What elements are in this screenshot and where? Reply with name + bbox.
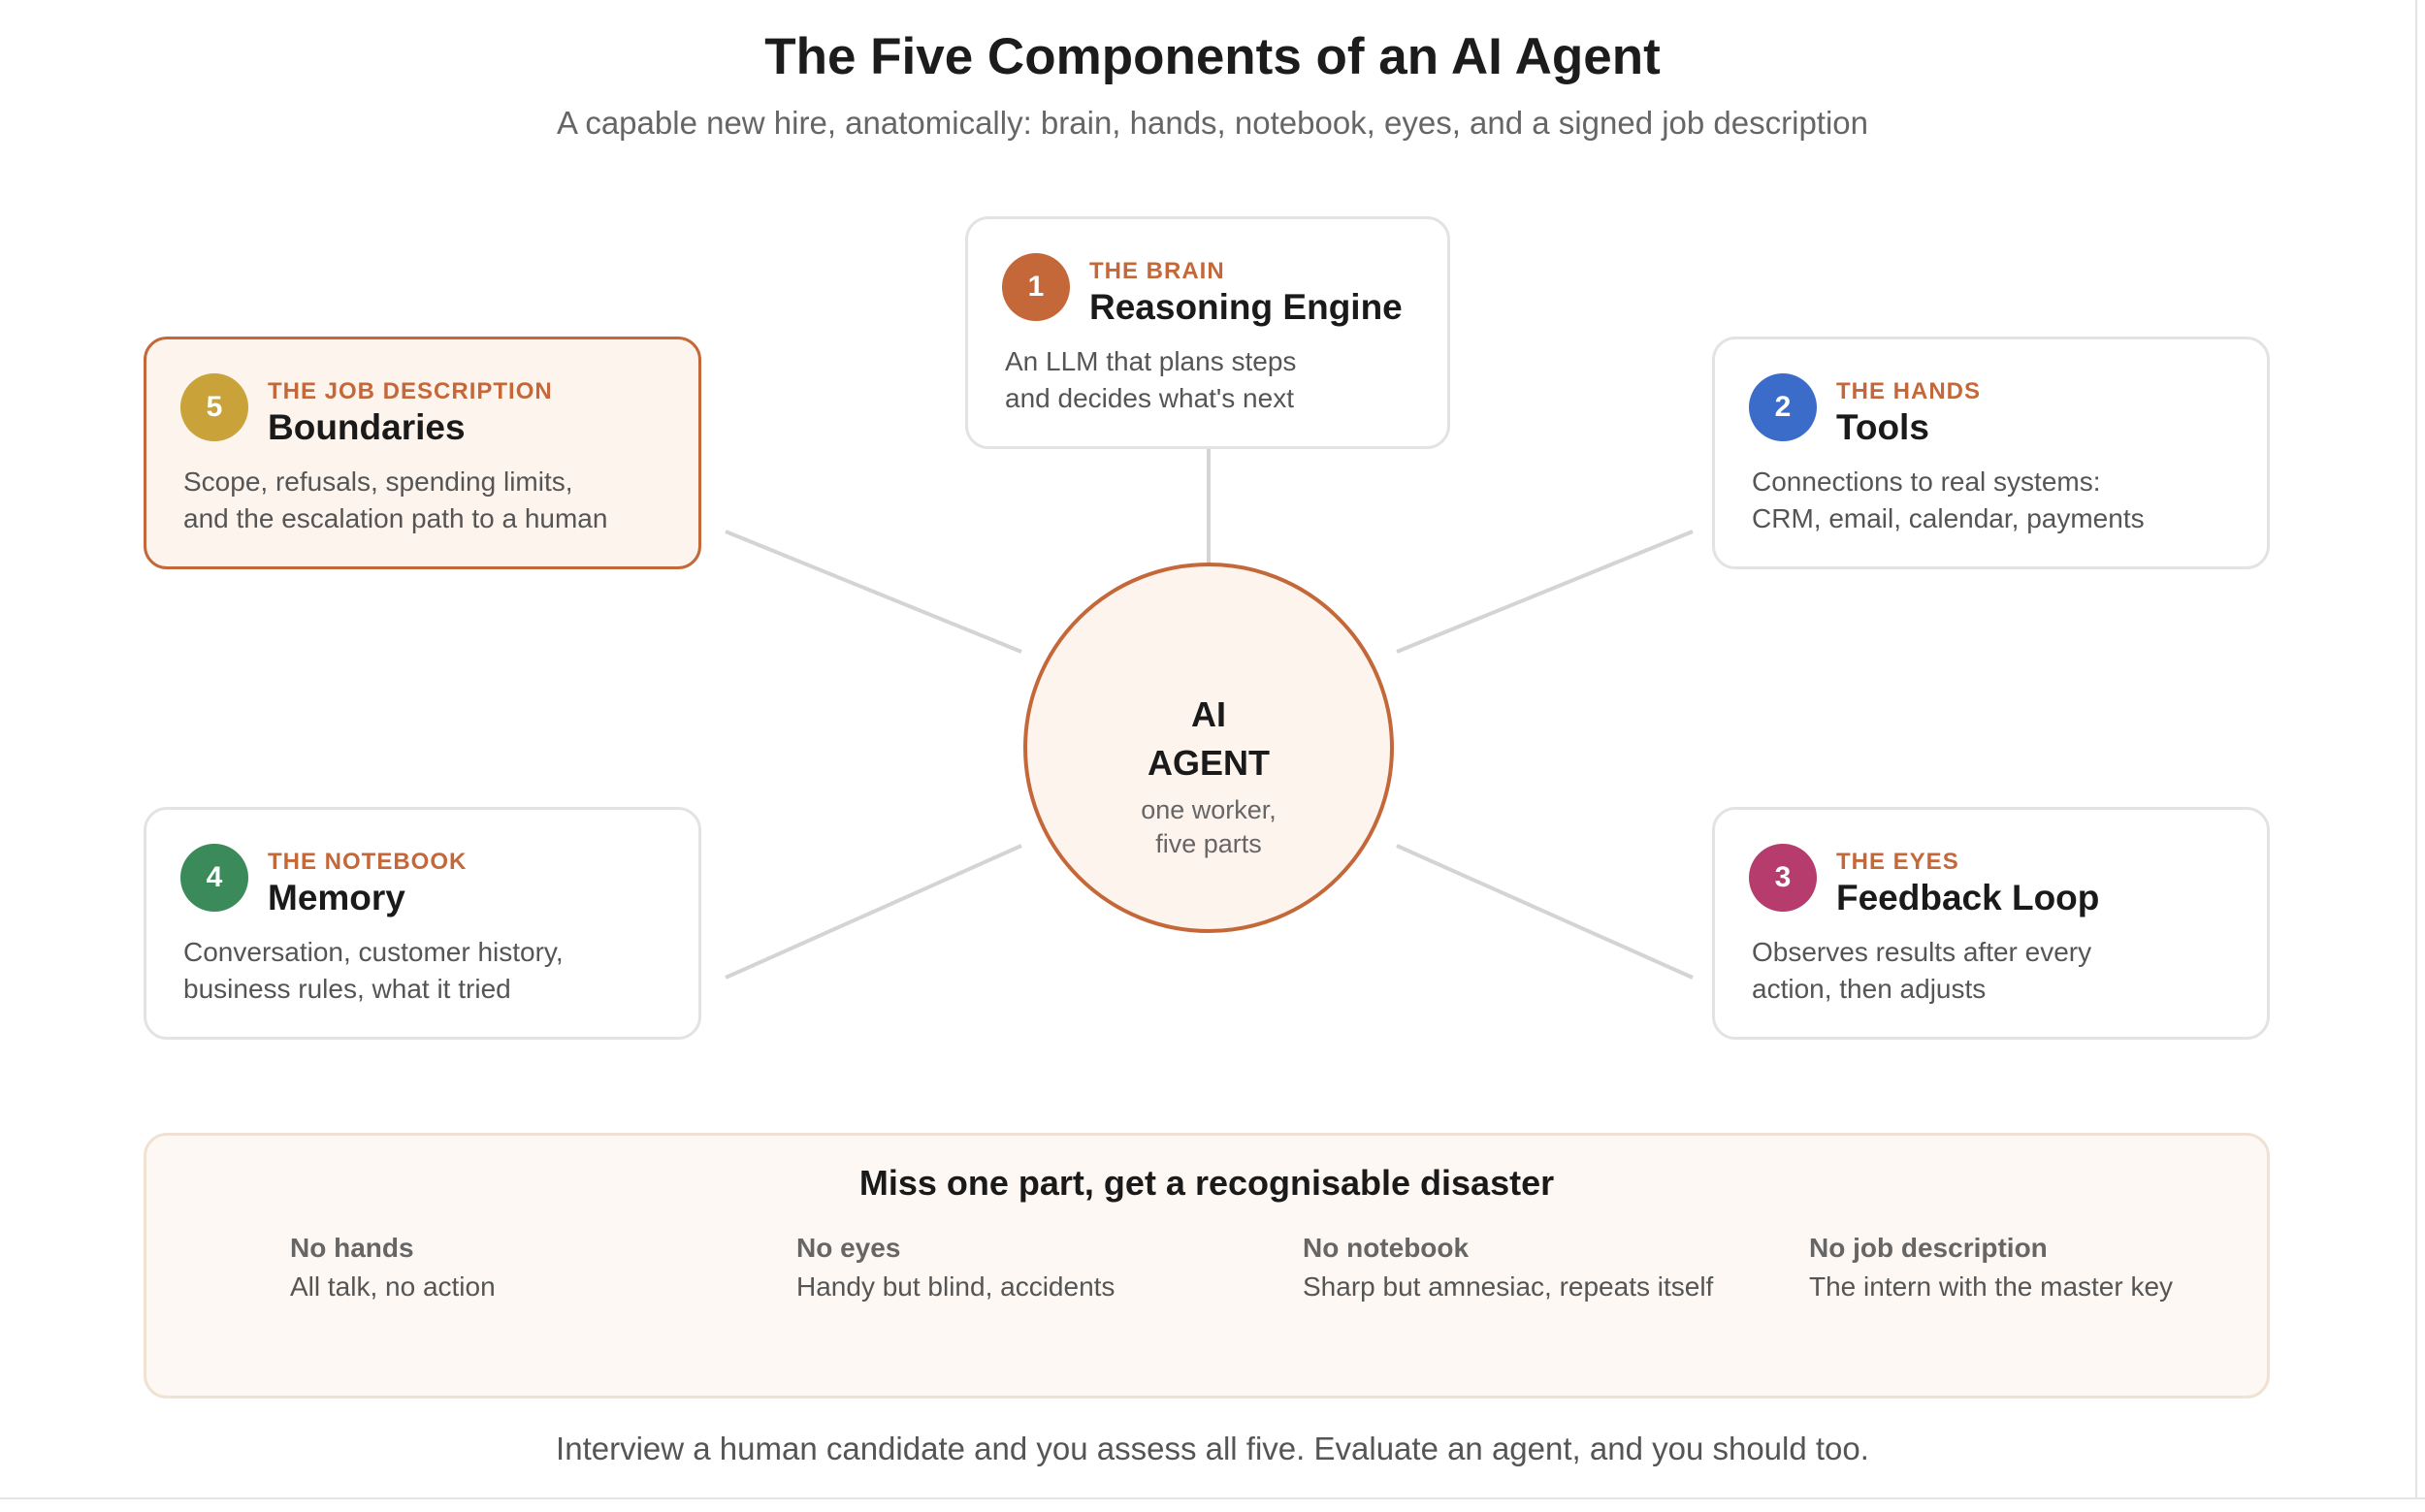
number-badge-brain: 1 (1002, 253, 1070, 321)
component-kicker: THE JOB DESCRIPTION (268, 378, 553, 404)
component-description: Scope, refusals, spending limits, and th… (183, 464, 607, 537)
description-line: and decides what's next (1005, 383, 1294, 413)
description-line: Observes results after every (1752, 937, 2092, 967)
hub-title-line1: AI (1191, 694, 1226, 734)
component-card-boundaries: 5 THE JOB DESCRIPTION Boundaries Scope, … (144, 337, 701, 569)
component-card-eyes: 3 THE EYES Feedback Loop Observes result… (1712, 807, 2270, 1040)
bottom-divider (0, 1497, 2425, 1499)
hub-subtitle-line2: five parts (1155, 829, 1262, 858)
right-divider (2415, 0, 2417, 1497)
number-badge-hands: 2 (1749, 373, 1817, 441)
connector-notebook (725, 844, 1022, 980)
component-kicker: THE EYES (1836, 849, 1959, 875)
failure-text: Sharp but amnesiac, repeats itself (1303, 1271, 1714, 1302)
component-card-notebook: 4 THE NOTEBOOK Memory Conversation, cust… (144, 807, 701, 1040)
component-description: Conversation, customer history, business… (183, 934, 564, 1008)
connector-boundaries (725, 530, 1022, 654)
component-description: Connections to real systems: CRM, email,… (1752, 464, 2145, 537)
component-kicker: THE HANDS (1836, 378, 1982, 404)
connector-hands (1396, 530, 1694, 654)
failure-panel-title: Miss one part, get a recognisable disast… (858, 1163, 1555, 1203)
component-name: Tools (1836, 407, 1929, 447)
number-badge-boundaries: 5 (180, 373, 248, 441)
component-name: Reasoning Engine (1089, 287, 1403, 327)
failure-item-no-job-description: No job description The intern with the m… (1809, 1233, 2173, 1303)
description-line: An LLM that plans steps (1005, 346, 1297, 376)
component-description: Observes results after every action, the… (1752, 934, 2091, 1008)
description-line: and the escalation path to a human (183, 503, 608, 533)
connector-eyes (1396, 844, 1694, 980)
failure-item-no-eyes: No eyes Handy but blind, accidents (796, 1233, 1115, 1303)
page-subtitle: A capable new hire, anatomically: brain,… (556, 105, 1869, 141)
page-title: The Five Components of an AI Agent (764, 28, 1661, 85)
description-line: business rules, what it tried (183, 974, 511, 1004)
failure-text: The intern with the master key (1809, 1271, 2174, 1302)
description-line: Connections to real systems: (1752, 466, 2101, 497)
component-name: Memory (268, 878, 405, 917)
component-description: An LLM that plans steps and decides what… (1005, 343, 1296, 417)
description-line: action, then adjusts (1752, 974, 1987, 1004)
failure-modes-panel: Miss one part, get a recognisable disast… (144, 1133, 2270, 1399)
component-name: Boundaries (268, 407, 466, 447)
failure-label: No eyes (796, 1233, 901, 1263)
component-kicker: THE BRAIN (1089, 258, 1225, 284)
description-line: CRM, email, calendar, payments (1752, 503, 2145, 533)
number-badge-eyes: 3 (1749, 844, 1817, 912)
agent-hub: AI AGENT one worker, five parts (1023, 563, 1394, 933)
component-card-brain: 1 THE BRAIN Reasoning Engine An LLM that… (965, 216, 1450, 449)
description-line: Conversation, customer history, (183, 937, 564, 967)
component-kicker: THE NOTEBOOK (268, 849, 468, 875)
failure-label: No notebook (1303, 1233, 1470, 1263)
description-line: Scope, refusals, spending limits, (183, 466, 573, 497)
failure-text: All talk, no action (290, 1271, 496, 1302)
failure-label: No hands (290, 1233, 414, 1263)
failure-item-no-hands: No hands All talk, no action (290, 1233, 496, 1303)
hub-title-line2: AGENT (1148, 743, 1270, 783)
footer-note: Interview a human candidate and you asse… (556, 1431, 1869, 1466)
component-name: Feedback Loop (1836, 878, 2100, 917)
hub-subtitle-line1: one worker, (1141, 795, 1277, 824)
failure-text: Handy but blind, accidents (796, 1271, 1116, 1302)
failure-label: No job description (1809, 1233, 2048, 1263)
number-badge-notebook: 4 (180, 844, 248, 912)
component-card-hands: 2 THE HANDS Tools Connections to real sy… (1712, 337, 2270, 569)
failure-item-no-notebook: No notebook Sharp but amnesiac, repeats … (1303, 1233, 1713, 1303)
